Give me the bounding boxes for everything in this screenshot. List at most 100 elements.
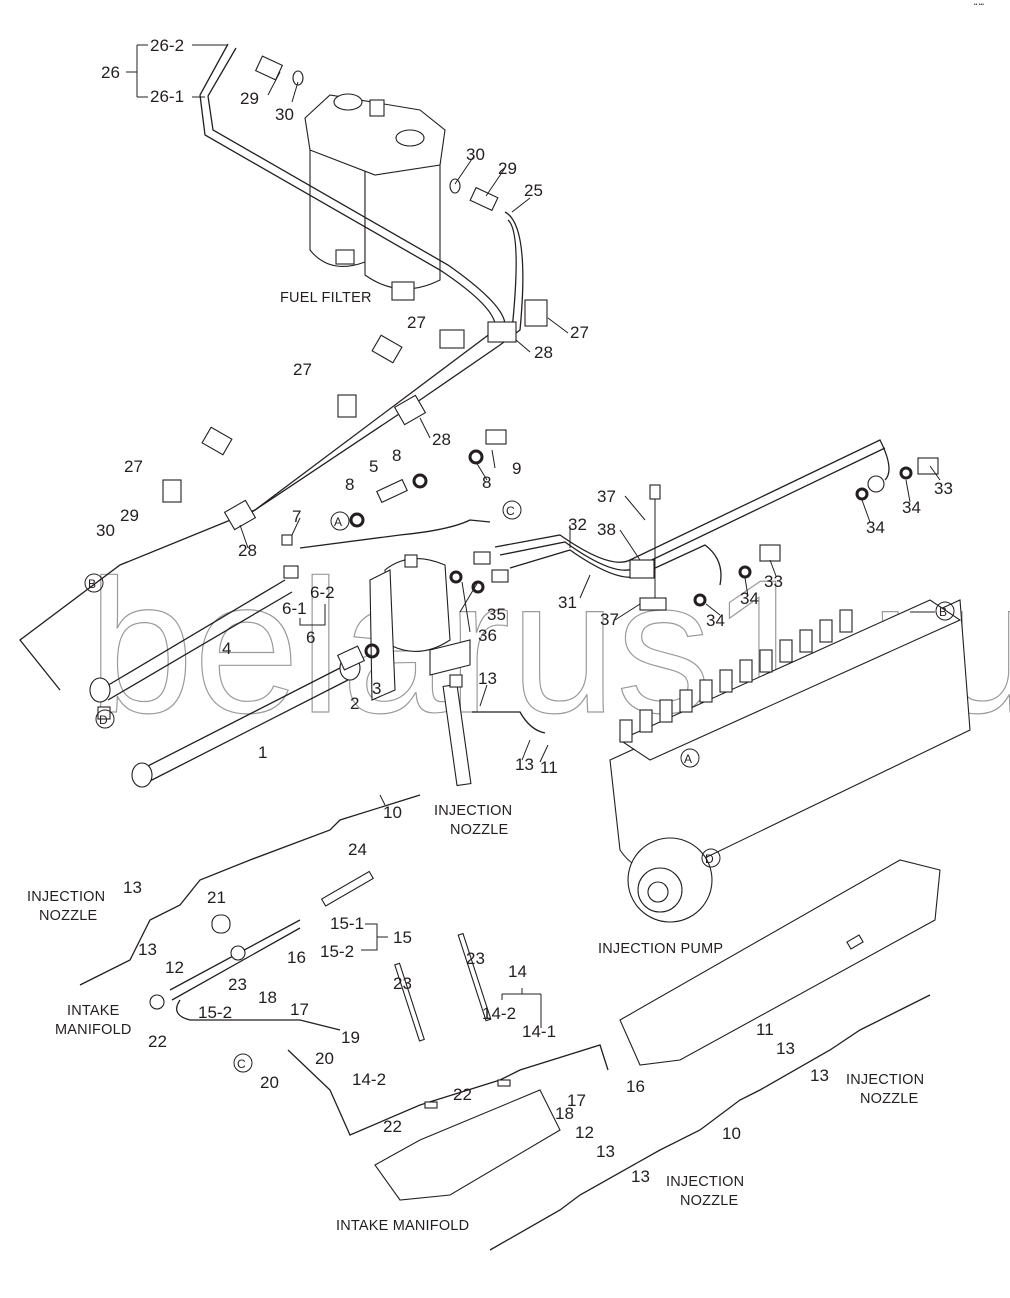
label-injection-nozzle-center-2: NOZZLE: [450, 822, 509, 838]
ref-a-1: A: [330, 511, 350, 531]
bracket-27-a: [524, 299, 548, 327]
callout-6-1: 6-1: [282, 599, 307, 618]
label-injection-nozzle-center-1: INJECTION: [434, 803, 512, 819]
gasket-8-c: [468, 449, 484, 465]
callout-36: 36: [478, 626, 497, 645]
feed-pump: [364, 554, 471, 701]
label-injection-nozzle-bottom-1: INJECTION: [666, 1174, 744, 1190]
callout-8-a: 8: [345, 475, 354, 494]
callout-13-bottom-a: 13: [596, 1142, 615, 1161]
ref-c-2: C: [233, 1053, 253, 1073]
callout-18-left: 18: [258, 988, 277, 1007]
pipe-10-bottom: [489, 994, 931, 1251]
label-injection-nozzle-right-1: INJECTION: [846, 1072, 924, 1088]
callout-23-left: 23: [228, 975, 247, 994]
callout-14-2-b: 14-2: [352, 1070, 386, 1089]
callout-16-left: 16: [287, 948, 306, 967]
bolt-7: [281, 534, 293, 546]
banjo-bolt-33-a: [917, 457, 939, 475]
callout-27-a: 27: [570, 323, 589, 342]
label-injection-nozzle-left-2: NOZZLE: [39, 908, 98, 924]
ref-d-2: D: [701, 848, 721, 868]
fitting-5: [376, 478, 408, 504]
fitting-2: [336, 645, 366, 671]
callout-1: 1: [258, 743, 267, 762]
callout-13-center-b: 13: [515, 755, 534, 774]
ref-a-2: A: [680, 748, 700, 768]
callout-8-c: 8: [482, 473, 491, 492]
pipe-10-center: [79, 711, 546, 986]
callout-10-center: 10: [383, 803, 402, 822]
callout-15-1: 15-1: [330, 914, 364, 933]
callout-37-top: 37: [597, 487, 616, 506]
label-fuel-filter: FUEL FILTER: [280, 290, 372, 306]
callout-31: 31: [558, 593, 577, 612]
callout-34-a: 34: [706, 611, 725, 630]
callout-30-left: 30: [96, 521, 115, 540]
callout-26: 26: [101, 63, 120, 82]
callout-13-left-a: 13: [123, 878, 142, 897]
svg-text:C: C: [237, 1057, 246, 1071]
hose-4: [89, 579, 293, 703]
gasket-8-a: [349, 512, 365, 528]
bolt-24: [320, 870, 375, 907]
callout-17-right: 17: [567, 1091, 586, 1110]
fitting-6-1: [283, 565, 299, 579]
callout-27-b: 27: [407, 313, 426, 332]
callout-13-bottom-b: 13: [631, 1167, 650, 1186]
callout-34-b: 34: [740, 589, 759, 608]
callout-11-center: 11: [540, 758, 558, 777]
callout-18-right: 18: [555, 1104, 574, 1123]
pipe-15: [169, 919, 341, 1031]
injection-pump: [609, 599, 971, 923]
svg-text:B: B: [939, 605, 947, 619]
bracket-27-d: [337, 394, 357, 418]
callout-15-2-b: 15-2: [198, 1003, 232, 1022]
washer-34-d: [693, 593, 707, 607]
callout-15: 15: [393, 928, 412, 947]
callout-29-left: 29: [120, 506, 139, 525]
callout-20-a: 20: [315, 1049, 334, 1068]
callout-14: 14: [508, 962, 527, 981]
callout-34-d: 34: [902, 498, 921, 517]
label-injection-pump: INJECTION PUMP: [598, 941, 723, 957]
bolt-23-a: [394, 962, 425, 1042]
ref-c-1: C: [502, 500, 522, 520]
callout-14-1: 14-1: [522, 1022, 556, 1041]
callout-37-bottom: 37: [600, 610, 619, 629]
callout-2: 2: [350, 694, 359, 713]
label-intake-manifold-bottom: INTAKE MANIFOLD: [336, 1218, 469, 1234]
callout-12-right: 12: [575, 1123, 594, 1142]
part-23-left: [230, 945, 246, 961]
callout-28-b: 28: [432, 430, 451, 449]
svg-text:A: A: [684, 752, 692, 766]
callout-33-a: 33: [764, 572, 783, 591]
callout-34-c: 34: [866, 518, 885, 537]
callout-29-top: 29: [240, 89, 259, 108]
injection-nozzle-center: [442, 674, 472, 787]
callout-13-left-b: 13: [138, 940, 157, 959]
svg-text:D: D: [99, 713, 108, 727]
bracket-27-c: [371, 334, 403, 364]
connector-35-a: [473, 551, 491, 565]
callout-6-2: 6-2: [310, 583, 335, 602]
callout-13-right-a: 13: [776, 1039, 795, 1058]
intake-manifold-right: [619, 859, 941, 1066]
callout-3: 3: [372, 679, 381, 698]
callout-19: 19: [341, 1028, 360, 1047]
callout-13-right-b: 13: [810, 1066, 829, 1085]
callout-15-2-a: 15-2: [320, 942, 354, 961]
callout-20-b: 20: [260, 1073, 279, 1092]
callout-26-1: 26-1: [150, 87, 184, 106]
callout-7: 7: [292, 507, 301, 526]
callout-30-right: 30: [466, 145, 485, 164]
corner-mark: •• •••: [973, 2, 984, 8]
svg-text:A: A: [334, 515, 342, 529]
clamp-28-a: [487, 321, 517, 343]
pipe-26: [19, 43, 496, 691]
pipe-a-c: [299, 519, 491, 549]
bracket-27-b: [439, 329, 465, 349]
banjo-bolt-33-b: [759, 544, 781, 562]
callout-22-left: 22: [148, 1032, 167, 1051]
